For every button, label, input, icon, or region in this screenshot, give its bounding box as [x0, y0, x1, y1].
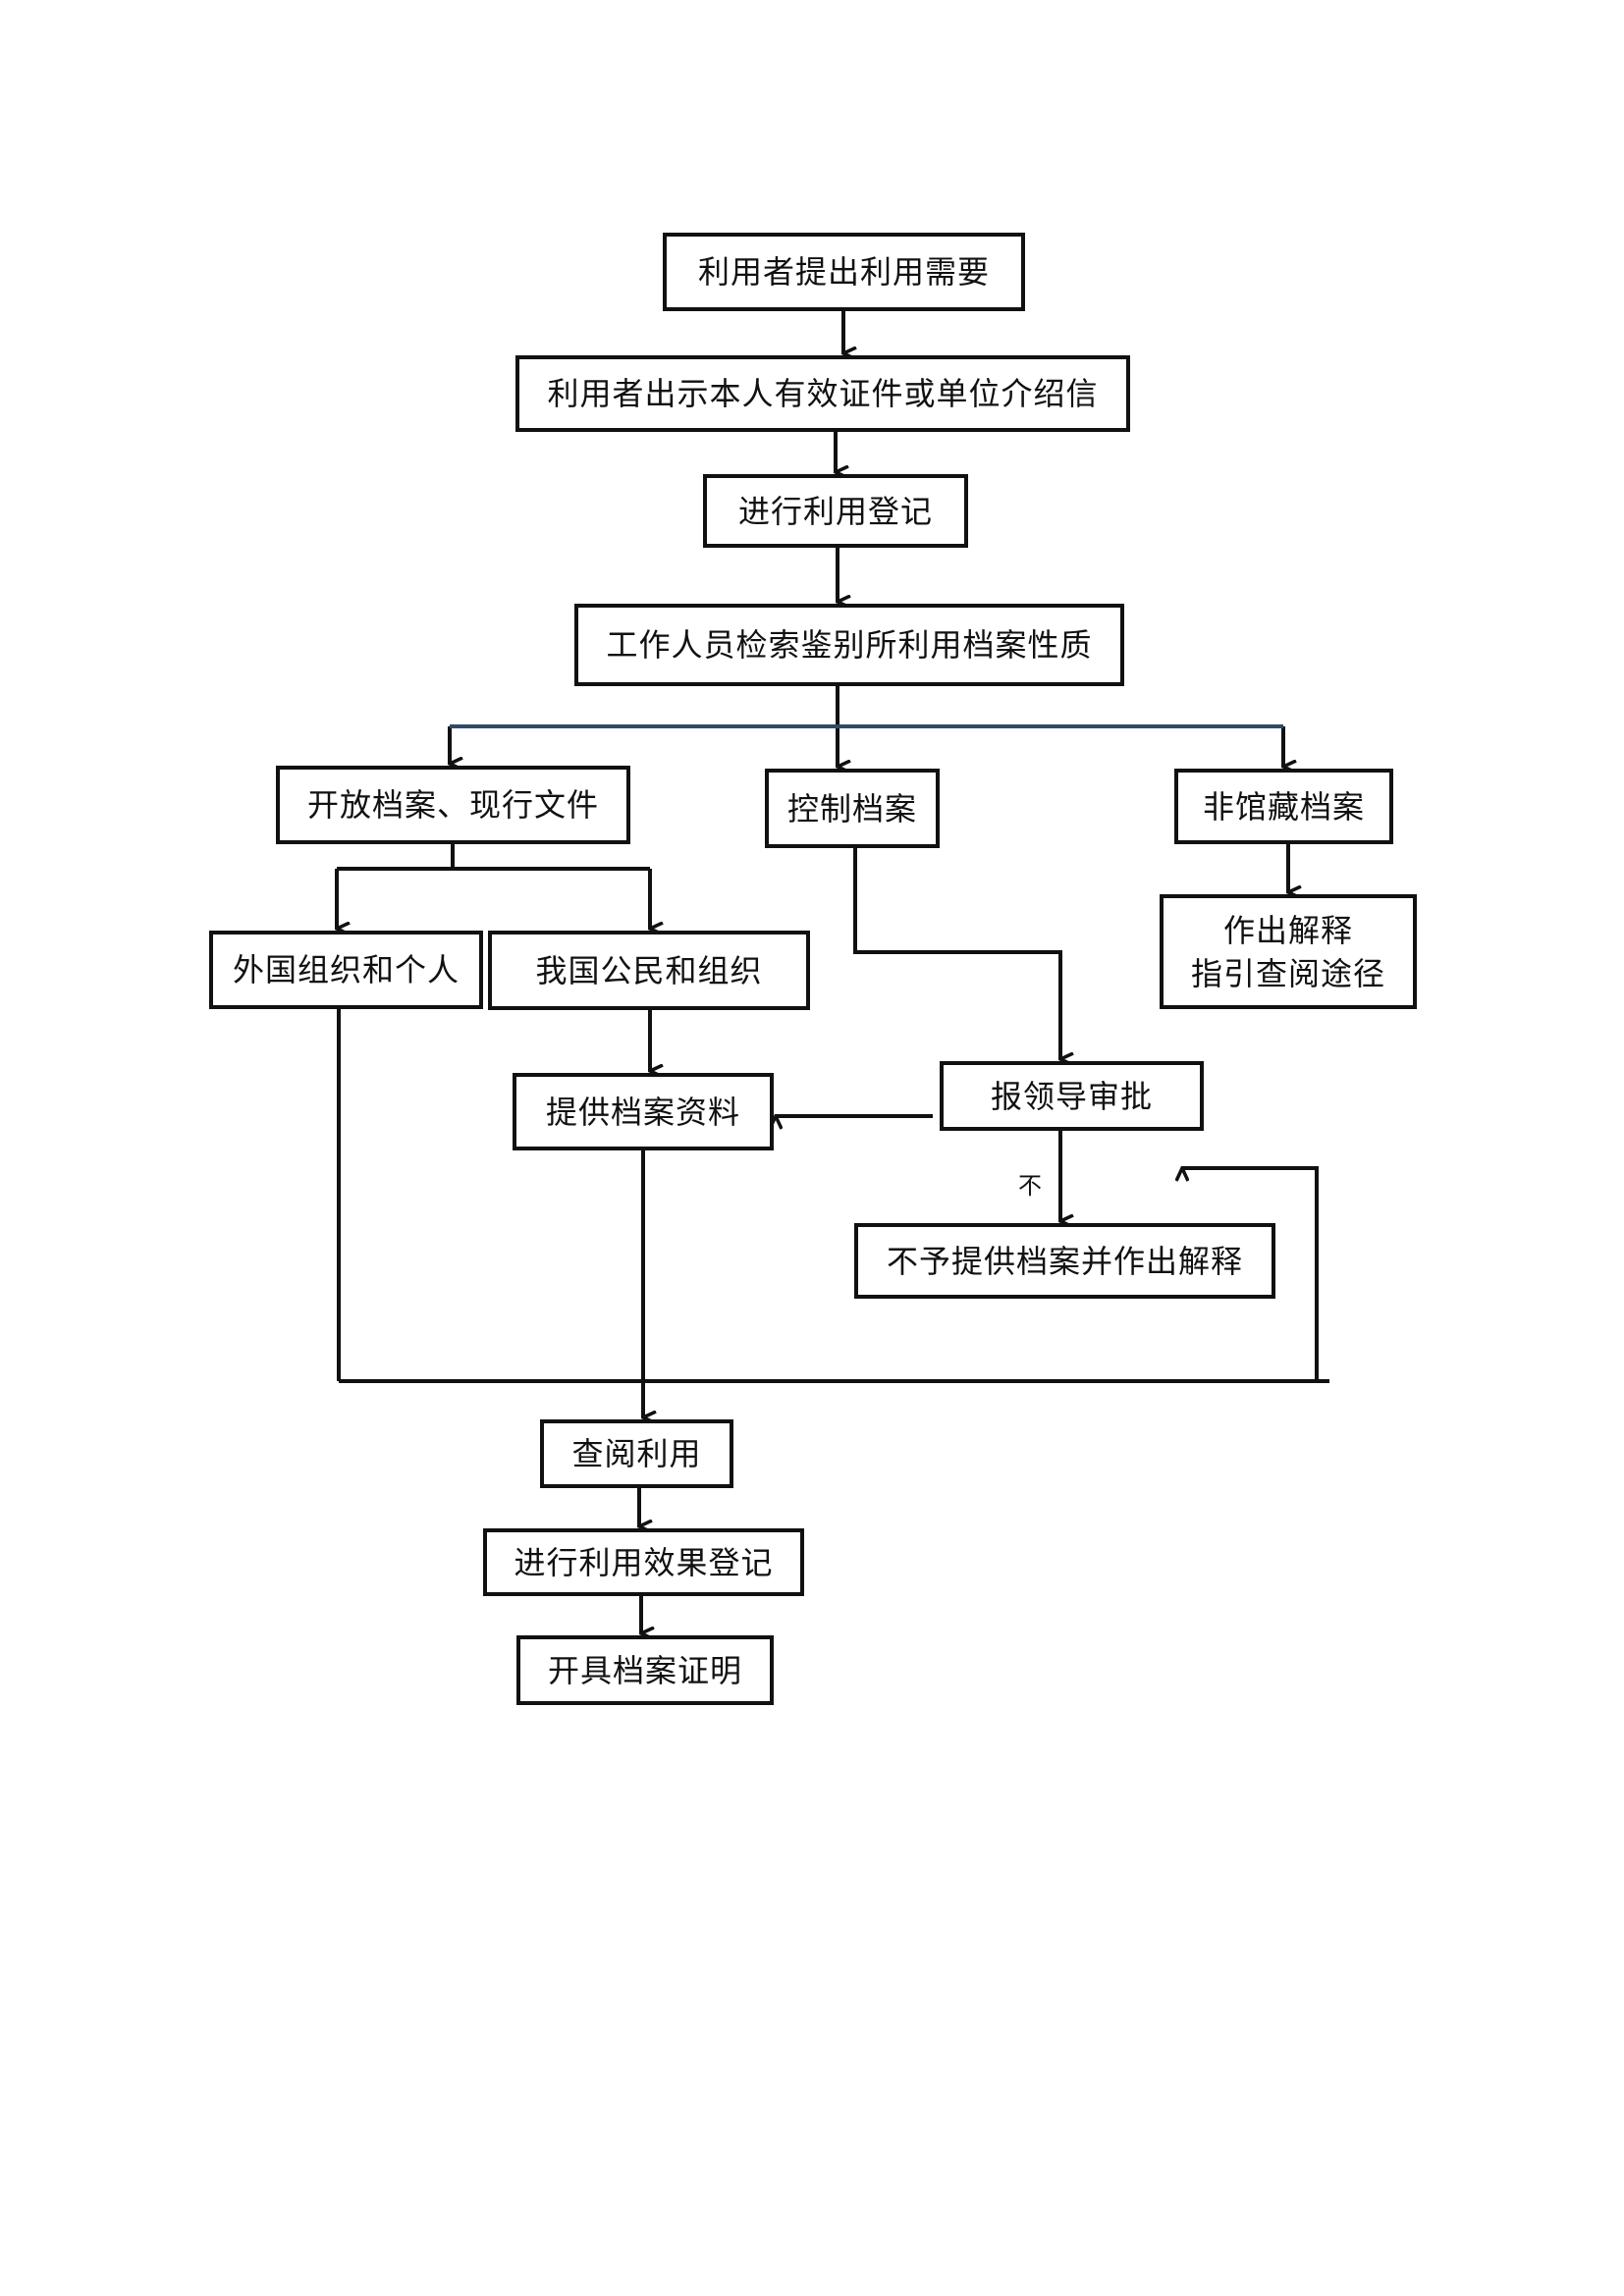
node-register: 进行利用登记 — [703, 474, 968, 548]
node-open-archives-text: 开放档案、现行文件 — [306, 786, 599, 824]
node-provide: 提供档案资料 — [513, 1073, 774, 1150]
node-foreign: 外国组织和个人 — [209, 931, 483, 1009]
node-provide-text: 提供档案资料 — [545, 1093, 740, 1131]
node-effect-register: 进行利用效果登记 — [483, 1528, 804, 1596]
node-explain: 作出解释 指引查阅途径 — [1160, 894, 1417, 1009]
node-domestic-text: 我国公民和组织 — [535, 951, 763, 989]
node-staff-check-text: 工作人员检索鉴别所利用档案性质 — [606, 626, 1093, 664]
node-consult-text: 查阅利用 — [571, 1435, 702, 1472]
node-certificate: 开具档案证明 — [516, 1635, 774, 1705]
node-non-collection: 非馆藏档案 — [1174, 769, 1393, 844]
node-leader-approval: 报领导审批 — [940, 1061, 1204, 1131]
node-domestic: 我国公民和组织 — [488, 931, 810, 1010]
node-show-id: 利用者出示本人有效证件或单位介绍信 — [515, 355, 1130, 432]
node-deny: 不予提供档案并作出解释 — [854, 1223, 1275, 1299]
node-controlled-archives: 控制档案 — [765, 769, 940, 848]
node-explain-line1: 作出解释 — [1222, 911, 1353, 949]
node-controlled-archives-text: 控制档案 — [786, 789, 917, 828]
node-explain-line2: 指引查阅途径 — [1190, 954, 1385, 992]
node-show-id-text: 利用者出示本人有效证件或单位介绍信 — [547, 375, 1099, 412]
node-staff-check: 工作人员检索鉴别所利用档案性质 — [574, 604, 1124, 686]
edge-label-deny: 不 — [1018, 1172, 1042, 1200]
node-request-text: 利用者提出利用需要 — [697, 253, 990, 291]
node-effect-register-text: 进行利用效果登记 — [514, 1543, 774, 1581]
node-deny-text: 不予提供档案并作出解释 — [886, 1242, 1243, 1280]
node-consult: 查阅利用 — [540, 1419, 733, 1488]
node-open-archives: 开放档案、现行文件 — [276, 766, 630, 844]
node-request: 利用者提出利用需要 — [663, 233, 1025, 311]
node-register-text: 进行利用登记 — [737, 492, 933, 530]
node-foreign-text: 外国组织和个人 — [232, 951, 460, 988]
node-leader-approval-text: 报领导审批 — [990, 1077, 1153, 1115]
arrow-controlled-to-approval — [853, 848, 1060, 1059]
arrow-loop-back — [1182, 1166, 1319, 1381]
node-non-collection-text: 非馆藏档案 — [1202, 787, 1365, 826]
node-certificate-text: 开具档案证明 — [547, 1651, 742, 1689]
